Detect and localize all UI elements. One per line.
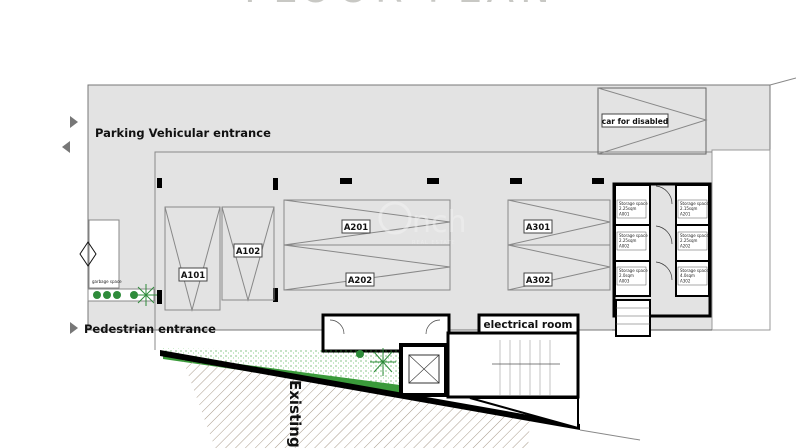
parking-space-a202: A202: [283, 244, 451, 291]
garbage-space-label: garbage space: [92, 279, 122, 284]
car-for-disabled-label: car for disabled: [602, 117, 668, 126]
plant-icon: [135, 284, 157, 306]
space-label: A101: [181, 271, 205, 281]
arrow-icon: [70, 116, 78, 128]
page-title: FLOOR PLAN: [244, 0, 556, 12]
space-label: A301: [526, 223, 550, 233]
parking-entrance-label: Parking Vehicular entrance: [95, 126, 271, 140]
existing-building: [183, 360, 530, 448]
inner-wall: [154, 151, 712, 350]
watermark-sub: REAL ESTATE: [412, 240, 456, 246]
electrical-room-label: electrical room: [484, 319, 573, 331]
watermark-brand: nch: [412, 205, 467, 240]
plant-icon: [356, 350, 364, 358]
watermark-logo: nch REAL ESTATE: [378, 201, 467, 246]
electrical-room: [477, 313, 580, 335]
parking-space-a302: A302: [507, 244, 611, 291]
arrow-icon: [70, 322, 78, 334]
arrow-icon: [62, 141, 70, 153]
stairwell: [446, 331, 580, 399]
elevator: [399, 343, 448, 397]
stairs-small: [615, 299, 651, 337]
plant-icon: [370, 348, 396, 376]
space-label: A201: [344, 223, 368, 233]
existing-label: Existing: [286, 380, 304, 448]
parking-space-a101: A101: [164, 206, 221, 312]
disabled-parking-space: car for disabled: [597, 87, 708, 155]
parking-space-a102: A102: [221, 206, 275, 302]
garbage-space: garbage space: [79, 219, 157, 306]
space-label: A302: [526, 276, 550, 286]
boundary-wall: [160, 350, 580, 430]
space-label: A102: [236, 247, 260, 257]
pedestrian-entrance-label: Pedestrian entrance: [84, 322, 216, 336]
space-label: A202: [348, 276, 372, 286]
